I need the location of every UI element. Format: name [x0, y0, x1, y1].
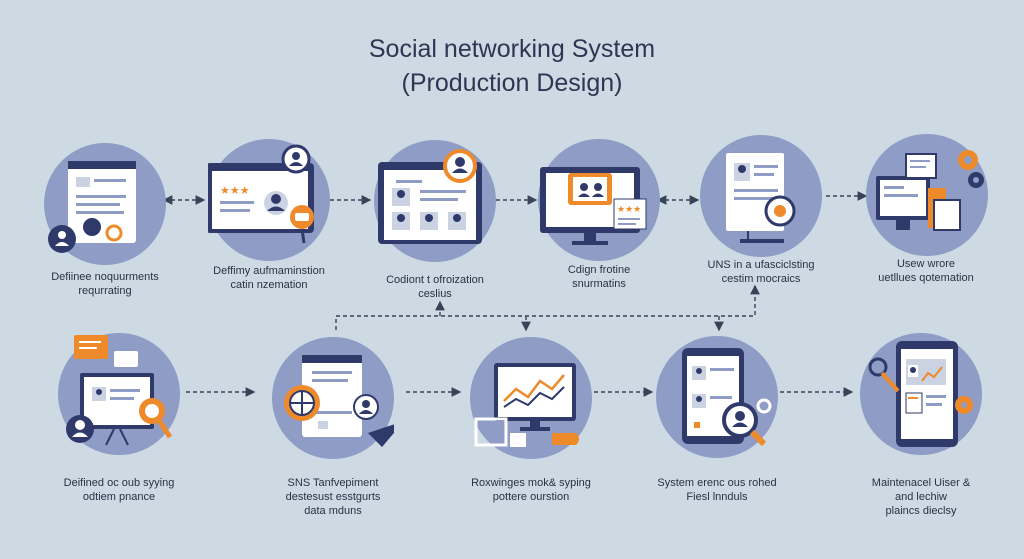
stage-9-circle	[470, 337, 592, 459]
title-line-2: (Production Design)	[401, 69, 623, 97]
stage-8-label: SNS Tanfvepiment destesust esstgurts dat…	[285, 477, 381, 517]
stage-7-label: Deifined oc oub syying odtiem pnance	[63, 477, 175, 503]
title-line-1: Social networking System	[368, 35, 656, 63]
monitor-reviews-icon: ★★★	[540, 167, 647, 245]
stage-9-label: Roxwinges mok& syping pottere ourstion	[471, 477, 591, 503]
stage-3-circle	[374, 140, 496, 262]
svg-text:★★★: ★★★	[617, 205, 641, 215]
stage-2-label: Deffimy aufmaminstion catin nzemation	[213, 265, 325, 291]
stage-8-circle	[272, 337, 394, 459]
ratings-browser-icon: ★★★	[208, 144, 314, 244]
document-search-icon	[726, 153, 796, 243]
svg-text:★★★: ★★★	[220, 184, 250, 197]
profile-grid-icon	[378, 149, 482, 244]
analytics-monitor-icon	[474, 363, 579, 447]
stage-4-circle: ★★★	[538, 139, 660, 261]
stage-5-circle	[700, 135, 822, 257]
requirements-document-icon	[48, 161, 136, 253]
gears-devices-icon	[876, 150, 984, 231]
stage-5-label: UNS in a ufasciclsting cestim mocraics	[707, 259, 815, 285]
stage-2-circle: ★★★	[208, 139, 330, 261]
globe-document-icon	[284, 355, 394, 447]
stage-1-circle	[44, 143, 166, 265]
stage-11-label: Maintenacel Uiser & and lechiw plaincs d…	[871, 477, 971, 517]
tablet-dashboard-icon	[868, 341, 973, 447]
stage-10-label: System erenc ous rohed Fiesl lnnduls	[657, 477, 777, 503]
stage-7-circle	[58, 333, 180, 455]
stage-11-circle	[860, 333, 982, 455]
stage-1-label: Defiinee noquurments requrrating	[51, 271, 159, 297]
stage-4-label: Cdign frotine snurmatins	[567, 264, 631, 290]
stage-3-label: Codiont t ofroization ceslius	[386, 274, 484, 300]
presentation-chat-icon	[66, 335, 173, 446]
stage-6-label: Usew wrore uetllues qotemation	[878, 258, 974, 284]
diagram-title: Social networking System (Production Des…	[0, 32, 1024, 100]
mobile-search-icon	[682, 348, 772, 447]
stage-10-circle	[656, 336, 778, 458]
stage-6-circle	[866, 134, 988, 256]
